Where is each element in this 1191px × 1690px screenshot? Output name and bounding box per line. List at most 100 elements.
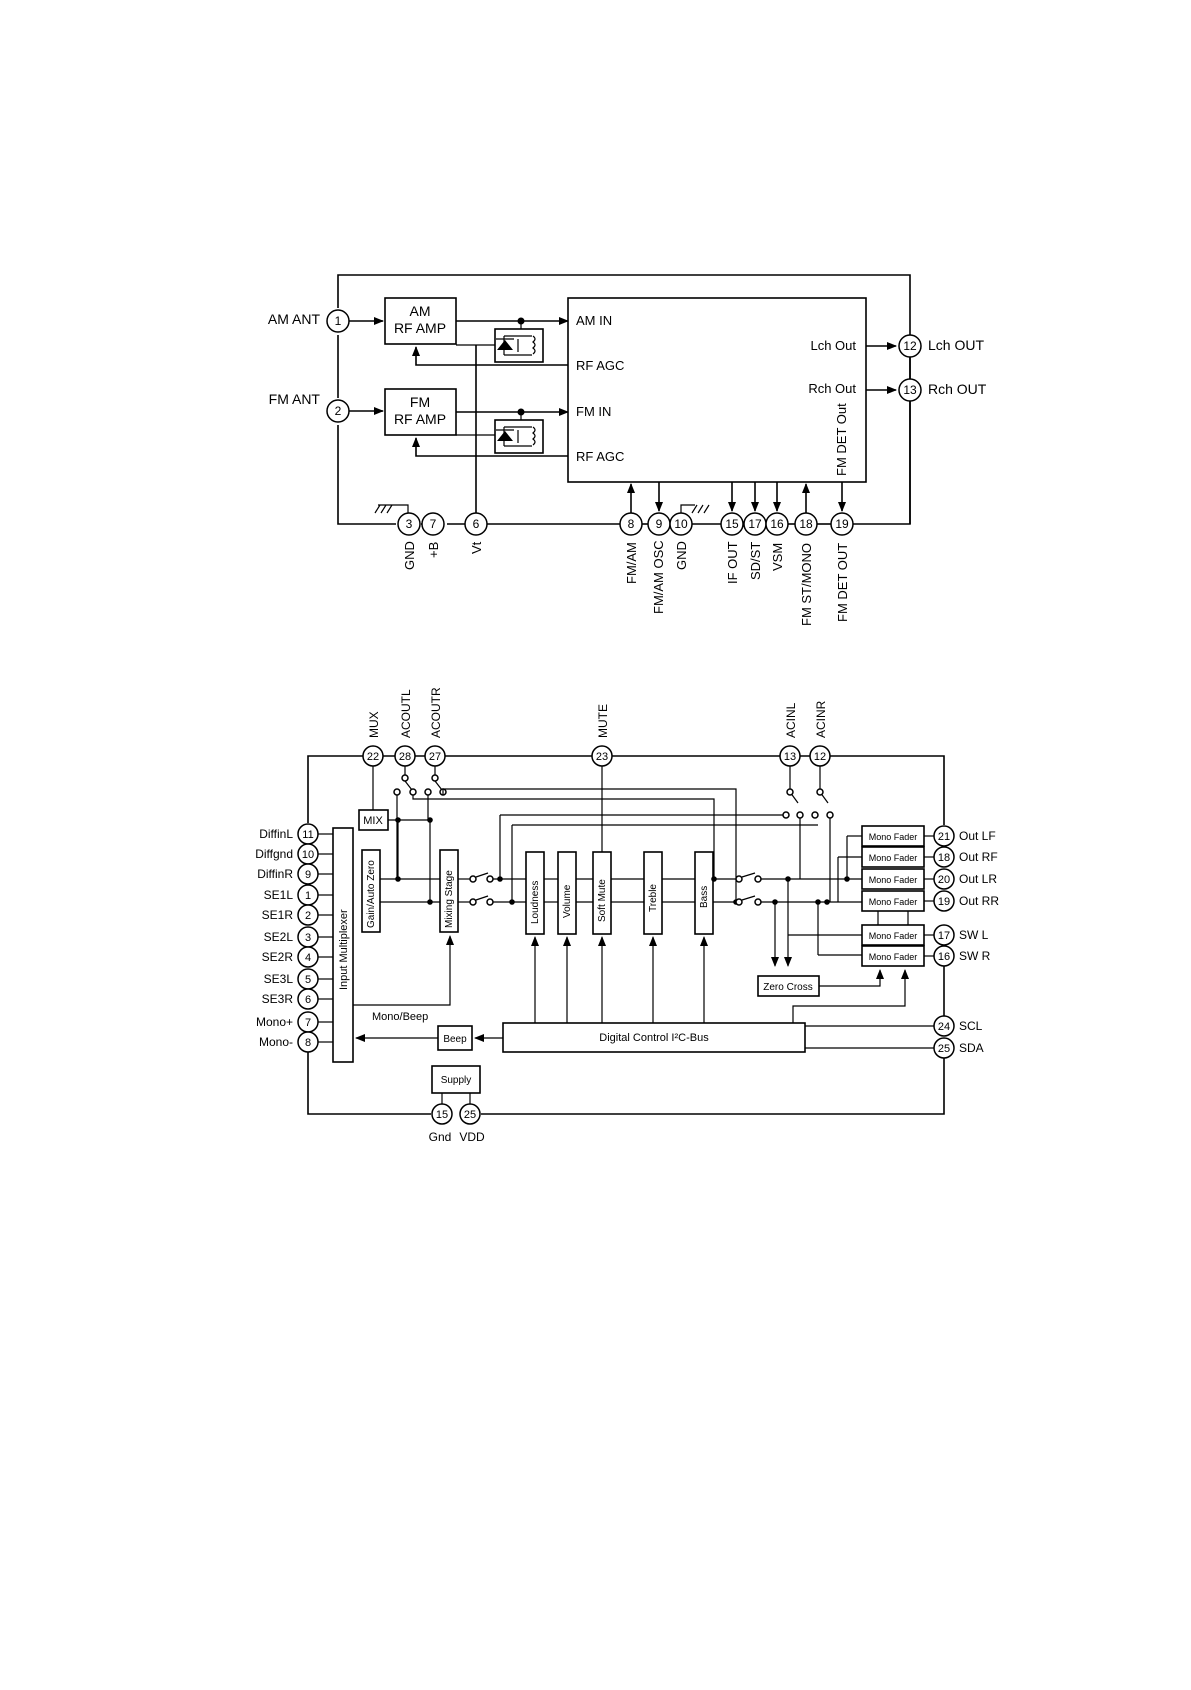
- pin-3: [397, 512, 421, 536]
- mono-beep-label: Mono/Beep: [372, 1011, 428, 1023]
- pin-25-vdd: [459, 1103, 481, 1125]
- pin-number: 1: [305, 890, 311, 902]
- label-diffinl: DiffinL: [259, 827, 293, 841]
- lch-out-internal-label: Lch Out: [810, 338, 856, 353]
- pin-7: [421, 512, 445, 536]
- pin-number: 27: [429, 751, 441, 763]
- mixing-stage-label: Mixing Stage: [444, 870, 455, 928]
- volume-label: Volume: [562, 884, 573, 918]
- digital-control-block: [502, 1022, 806, 1053]
- acin-switches: [782, 766, 834, 902]
- label-se3l: SE3L: [264, 972, 294, 986]
- tuner-outline-top: [337, 274, 911, 525]
- pin-number: 18: [938, 852, 950, 864]
- mix-label: MIX: [363, 815, 383, 827]
- wire: [353, 935, 454, 1006]
- label-sw-r: SW R: [959, 949, 991, 963]
- switch-contact: [786, 788, 794, 796]
- switch-contact: [754, 898, 762, 906]
- pin-number: 8: [628, 517, 635, 531]
- label-fm-am-osc: FM/AM OSC: [651, 540, 666, 614]
- label-gnd-2: GND: [674, 541, 689, 570]
- switch-contact: [469, 898, 477, 906]
- pin-number: 19: [835, 517, 849, 531]
- pin-8: [619, 512, 643, 536]
- wire: [475, 872, 489, 878]
- pin-number: 13: [784, 751, 796, 763]
- processor-diagram: 22 MUX 28 ACOUTL 27 ACOUTR 23 MUTE 13 AC…: [255, 687, 999, 1144]
- wire: [741, 895, 756, 901]
- supply-label: Supply: [441, 1075, 472, 1086]
- mono-fader-label: Mono Fader: [869, 832, 918, 842]
- rch-out-internal-label: Rch Out: [808, 381, 856, 396]
- pin-number: 4: [305, 952, 311, 964]
- coil-icon: [532, 335, 536, 355]
- label-vt: Vt: [469, 541, 484, 554]
- label-gnd: GND: [402, 541, 417, 570]
- am-rf-amp-label-1: AM: [410, 303, 431, 319]
- ground-icon: [680, 504, 710, 514]
- switch-contact: [486, 898, 494, 906]
- label-out-rr: Out RR: [959, 894, 999, 908]
- label-if-out: IF OUT: [725, 541, 740, 584]
- label-gnd: Gnd: [429, 1130, 452, 1144]
- diode-icon: [497, 431, 513, 441]
- pin-number: 1: [335, 314, 342, 328]
- gain-auto-zero-label: Gain/Auto Zero: [366, 860, 377, 928]
- mono-fader-label: Mono Fader: [869, 897, 918, 907]
- label-out-rf: Out RF: [959, 850, 998, 864]
- pin-15-gnd: [431, 1103, 453, 1125]
- beep-label: Beep: [443, 1034, 467, 1045]
- pin-20: [933, 868, 955, 890]
- loudness-label: Loudness: [530, 881, 541, 924]
- label-se2r: SE2R: [262, 950, 294, 964]
- treble-block: [643, 851, 663, 935]
- pin-16: [765, 512, 789, 536]
- pin-number: 25: [464, 1109, 476, 1121]
- switch-contact: [393, 788, 401, 796]
- supply-block: [431, 1065, 481, 1094]
- label-sd-st: SD/ST: [748, 542, 763, 580]
- pin-number: 12: [814, 751, 826, 763]
- proc-outline-top: [307, 755, 945, 825]
- pin-number: 20: [938, 874, 950, 886]
- label-mute: MUTE: [596, 704, 610, 738]
- switch-contact: [826, 811, 834, 819]
- wire: [792, 969, 909, 1016]
- pin-number: 25: [938, 1043, 950, 1055]
- pin-label-fm-ant: FM ANT: [269, 391, 321, 407]
- fm-rf-amp-label-1: FM: [410, 394, 430, 410]
- input-multiplexer-label: Input Multiplexer: [338, 909, 350, 990]
- loudness-block: [525, 851, 545, 935]
- switch-contact: [754, 875, 762, 883]
- input-multiplexer-block: [332, 827, 354, 1063]
- label-se3r: SE3R: [262, 992, 294, 1006]
- pin-number: 3: [305, 932, 311, 944]
- pin-number: 13: [903, 383, 917, 397]
- mixing-stage-block: [439, 849, 459, 933]
- label-acoutr: ACOUTR: [429, 687, 443, 738]
- tuner-outline-left-bottom: [337, 425, 396, 525]
- fm-rf-amp-label-2: RF AMP: [394, 411, 446, 427]
- switch-contact: [816, 788, 824, 796]
- zero-cross-label: Zero Cross: [763, 982, 812, 993]
- label-vdd: VDD: [459, 1130, 485, 1144]
- mono-fader-label: Mono Fader: [869, 931, 918, 941]
- pin-number: 2: [305, 910, 311, 922]
- junction-dot: [711, 876, 717, 882]
- fm-rf-amp-block: [384, 388, 457, 436]
- label-vsm: VSM: [770, 543, 785, 571]
- wire: [442, 788, 737, 902]
- switch-contact: [796, 811, 804, 819]
- pin-number: 18: [799, 517, 813, 531]
- left-input-lines: [318, 833, 333, 1043]
- wire: [434, 780, 443, 791]
- proc-outline-left-bottom: [307, 1052, 431, 1115]
- pin-number: 10: [674, 517, 688, 531]
- pin-number: 24: [938, 1021, 950, 1033]
- soft-mute-label: Soft Mute: [597, 879, 608, 922]
- am-in-label: AM IN: [576, 313, 612, 328]
- pin-label-rch-out: Rch OUT: [928, 381, 987, 397]
